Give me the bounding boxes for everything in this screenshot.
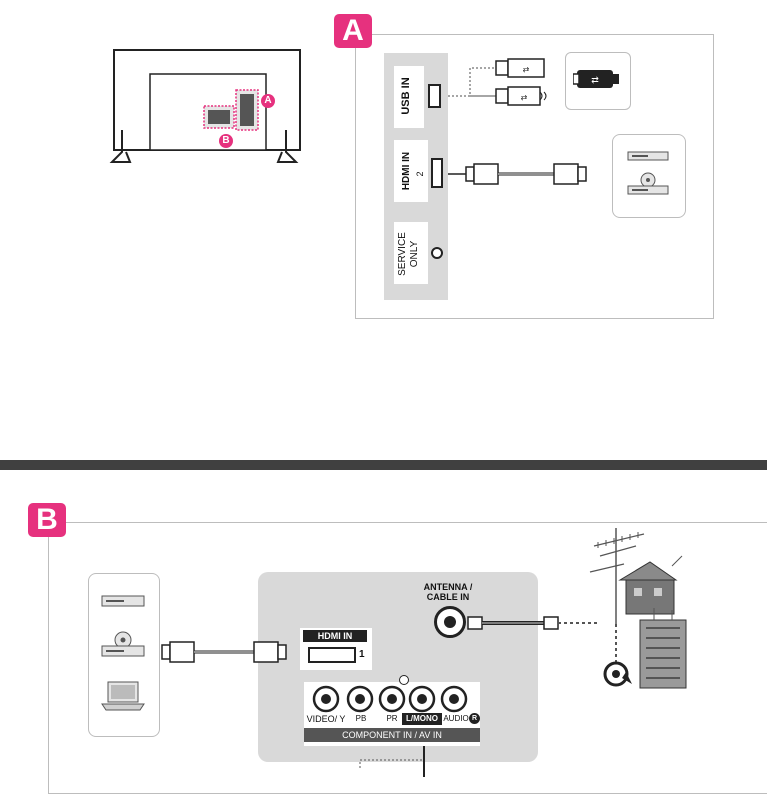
section-divider [0,460,767,470]
satellite-dish-icon [603,661,632,687]
audio-right-mark: R [469,713,480,724]
hdmi-devices-b [101,595,145,711]
dvd-player-icon [101,595,145,607]
tv-back-icon [109,49,301,163]
antenna-icon [589,528,645,624]
antenna-cable [467,616,598,630]
tv-marker-a: A [261,94,275,108]
section-b-connections [161,616,598,777]
antenna-label-line1: ANTENNA / [423,582,473,592]
component-av-label: COMPONENT IN / AV IN [304,728,480,742]
jack-label-pr: PR [386,714,398,723]
hdmi-port-number-a: 2 [415,171,425,177]
component-indicator [399,675,409,685]
svg-text:⇄: ⇄ [523,65,530,74]
disc-player-icon [627,172,669,195]
usb-in-label: USB IN [400,77,412,115]
jack-label-video-y: VIDEO/ Y [306,714,346,724]
service-port-box [394,222,428,284]
hdmi-2-port-box [394,140,428,202]
section-b-badge: B [28,503,66,537]
svg-text:⇄: ⇄ [591,75,599,85]
building-icon [639,608,687,689]
service-label-line2: ONLY [409,240,420,268]
hdmi-1-port [308,647,356,663]
usb-stick-device-icon: ⇄ [573,70,619,88]
antenna-jack-center [444,616,456,628]
video-y-jack [312,685,340,713]
hdmi-port-number-b: 1 [359,649,365,660]
tv-marker-b: B [219,134,233,148]
pb-jack [346,685,374,713]
section-a-badge: A [334,14,372,48]
house-icon [618,555,683,615]
usb-port [428,84,441,108]
pr-jack [378,685,406,713]
component-jacks [312,685,468,713]
laptop-icon [101,681,145,711]
jack-label-l-mono: L/MONO [402,713,442,725]
antenna-label-line2: CABLE IN [426,592,470,602]
service-label-line1: SERVICE [397,232,408,276]
section-a-connections: ⇄ ⇄ [448,58,587,185]
jack-label-audio: AUDIO [443,714,469,723]
hdmi-2-port [431,158,443,188]
svg-text:⇄: ⇄ [521,93,528,102]
antenna-sources [589,528,687,689]
usb-port-box [394,66,424,128]
service-only-label: SERVICE ONLY [397,223,425,285]
hdmi-devices-a [627,151,669,195]
audio-r-jack [440,685,468,713]
hdmi-cable-icon [448,163,587,185]
usb-stick-icon: ⇄ [495,58,545,78]
l-mono-jack [408,685,436,713]
antenna-cable-in-label: ANTENNA / CABLE IN [418,582,478,602]
service-jack [431,247,443,259]
jack-label-pb: PB [355,714,367,723]
section-a-frame [355,34,714,319]
hdmi-cable-icon [161,641,287,663]
tv-back-illustration [108,48,308,168]
dvd-player-icon [627,151,669,161]
hdmi-in-label-a: HDMI IN [401,151,412,191]
usb-cable-icon: ⇄ [495,86,547,106]
disc-player-icon [101,631,145,657]
hdmi-in-label-b: HDMI IN [303,630,367,642]
